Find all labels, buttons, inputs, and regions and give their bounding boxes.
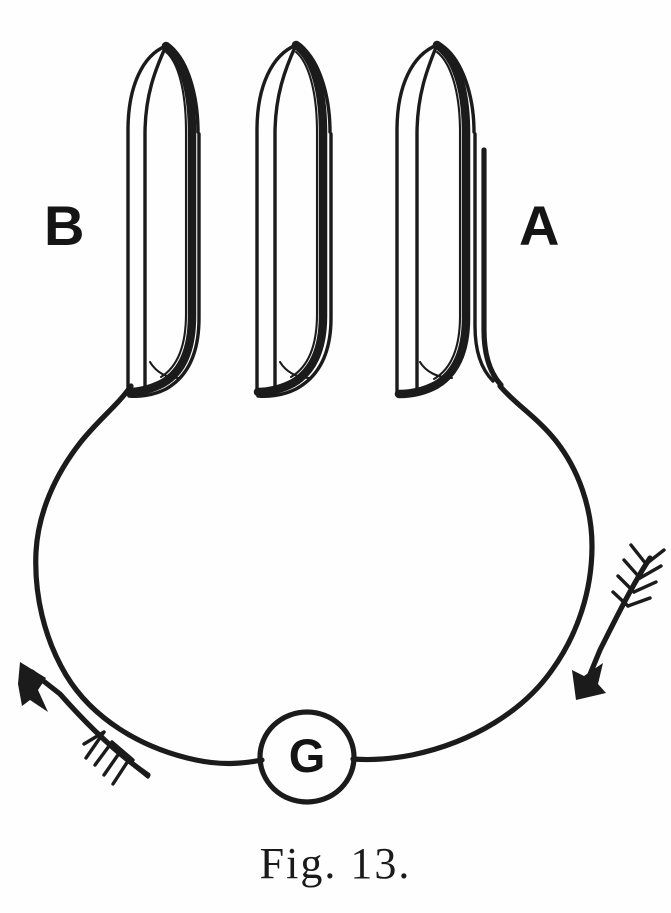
arrow-fletching-left xyxy=(82,730,150,786)
tube-loop-2 xyxy=(253,40,333,399)
current-arrow-left xyxy=(18,662,151,786)
label-terminal-a: A xyxy=(519,194,560,257)
tube-loop-3 xyxy=(394,40,504,399)
circular-vessel xyxy=(33,383,595,767)
figure-caption: Fig. 13. xyxy=(259,839,412,888)
label-galvanometer-g: G xyxy=(288,729,326,782)
galvanometer-circle xyxy=(257,709,357,805)
arrow-fletching-right xyxy=(611,543,666,608)
label-terminal-b: B xyxy=(44,194,85,257)
tube-loop-1 xyxy=(124,41,201,399)
current-arrow-right xyxy=(572,543,666,700)
